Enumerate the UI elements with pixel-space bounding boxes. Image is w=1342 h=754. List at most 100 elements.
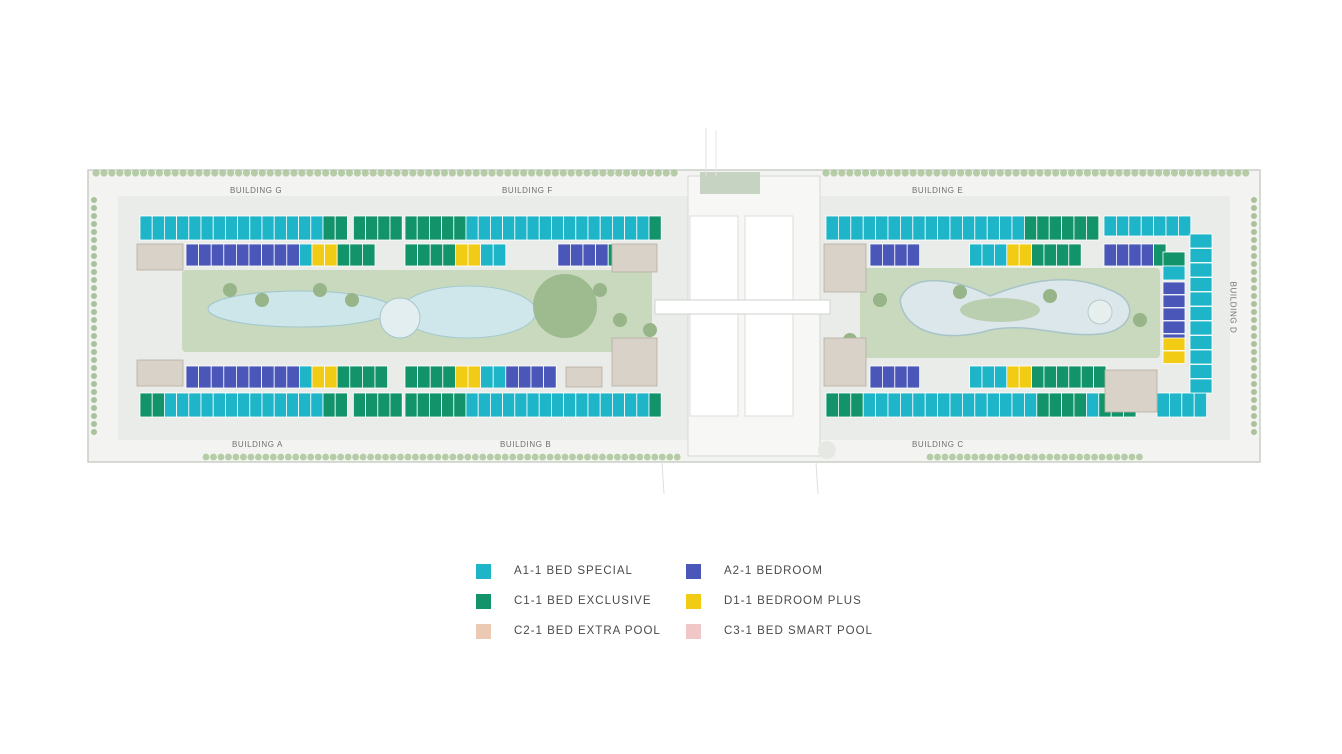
legend-swatch-c2 xyxy=(476,623,491,639)
tree xyxy=(91,429,97,435)
unit-c1 xyxy=(352,392,366,418)
tree xyxy=(972,169,981,177)
unit-a1 xyxy=(575,215,589,241)
tree xyxy=(480,169,488,177)
legend-swatch-a2 xyxy=(686,563,701,579)
tree xyxy=(219,169,227,177)
unit-a1 xyxy=(949,215,963,241)
unit-a2 xyxy=(223,365,237,389)
tree xyxy=(885,169,893,177)
unit-a1 xyxy=(298,392,312,418)
tree xyxy=(488,169,496,177)
tree xyxy=(155,169,163,177)
tree xyxy=(91,405,97,411)
unit-a2 xyxy=(261,365,275,389)
unit-a1 xyxy=(224,392,238,418)
tree xyxy=(242,169,251,177)
tree xyxy=(91,197,97,203)
unit-a1 xyxy=(999,215,1013,241)
unit-c1 xyxy=(1086,215,1100,241)
unit-c1 xyxy=(1162,251,1186,267)
tree xyxy=(1139,169,1147,177)
west-tree-cluster xyxy=(533,274,597,338)
tree xyxy=(345,169,354,177)
building-d-label: BUILDING D xyxy=(1228,281,1238,334)
tree xyxy=(1251,421,1257,427)
tree xyxy=(232,453,240,461)
tree xyxy=(654,169,662,177)
tree xyxy=(838,169,846,177)
unit-c1 xyxy=(322,392,336,418)
tree xyxy=(290,169,298,177)
unit-a2 xyxy=(882,243,896,267)
tree xyxy=(621,453,629,461)
east-island xyxy=(960,298,1040,322)
legend-item: A1-1 BED SPECIAL xyxy=(476,563,686,579)
tree xyxy=(91,349,97,355)
tree xyxy=(432,169,441,177)
unit-a2 xyxy=(273,365,288,389)
unit-a1 xyxy=(1162,265,1186,281)
unit-c1 xyxy=(417,243,431,267)
tree xyxy=(247,453,255,461)
unit-c1 xyxy=(1048,215,1062,241)
building-b-label: BUILDING B xyxy=(500,440,552,449)
unit-a1 xyxy=(514,215,528,241)
unit-a1 xyxy=(912,392,926,418)
unit-a1 xyxy=(850,215,864,241)
tree xyxy=(520,169,528,177)
tree xyxy=(964,453,971,461)
unit-a2 xyxy=(210,365,225,389)
tree xyxy=(1226,169,1234,177)
tree xyxy=(1251,269,1257,275)
tree xyxy=(524,453,532,461)
tree xyxy=(91,381,97,387)
tree xyxy=(404,453,412,461)
unit-a1 xyxy=(624,392,638,418)
tree xyxy=(313,283,327,297)
unit-a2 xyxy=(557,243,571,267)
unit-c1 xyxy=(838,392,852,418)
unit-a1 xyxy=(962,392,976,418)
unit-a1 xyxy=(1156,392,1170,418)
tree xyxy=(393,169,401,177)
tree xyxy=(546,453,554,461)
tree xyxy=(567,169,575,177)
tree xyxy=(441,453,449,461)
unit-a1 xyxy=(489,215,503,241)
unit-d1 xyxy=(324,243,338,267)
tree xyxy=(361,169,369,177)
tree xyxy=(670,169,678,177)
tree xyxy=(440,169,449,177)
legend-swatch-d1 xyxy=(686,593,701,609)
tree xyxy=(1251,373,1257,379)
unit-c1 xyxy=(1024,215,1038,241)
unit-a1 xyxy=(261,392,275,418)
tree xyxy=(1162,169,1171,177)
unit-a1 xyxy=(1178,215,1192,237)
unit-a2 xyxy=(1140,243,1154,267)
tree xyxy=(1046,453,1054,461)
unit-a2 xyxy=(894,243,908,267)
tree xyxy=(203,169,211,177)
tree xyxy=(1038,453,1046,461)
tree xyxy=(210,453,217,461)
unit-a1 xyxy=(139,215,153,241)
unit-a1 xyxy=(310,392,324,418)
unit-a1 xyxy=(981,243,995,267)
unit-a1 xyxy=(1189,364,1213,379)
tree xyxy=(1067,169,1076,177)
unit-a2 xyxy=(248,365,263,389)
tree xyxy=(1113,453,1121,461)
unit-d1 xyxy=(1018,365,1033,389)
tree xyxy=(1251,261,1257,267)
tree xyxy=(591,453,599,461)
unit-d1 xyxy=(311,243,326,267)
tree xyxy=(1210,169,1218,177)
tree xyxy=(91,293,97,299)
unit-d1 xyxy=(311,365,326,389)
tree xyxy=(486,453,494,461)
tree xyxy=(830,169,838,177)
tree xyxy=(292,453,300,461)
